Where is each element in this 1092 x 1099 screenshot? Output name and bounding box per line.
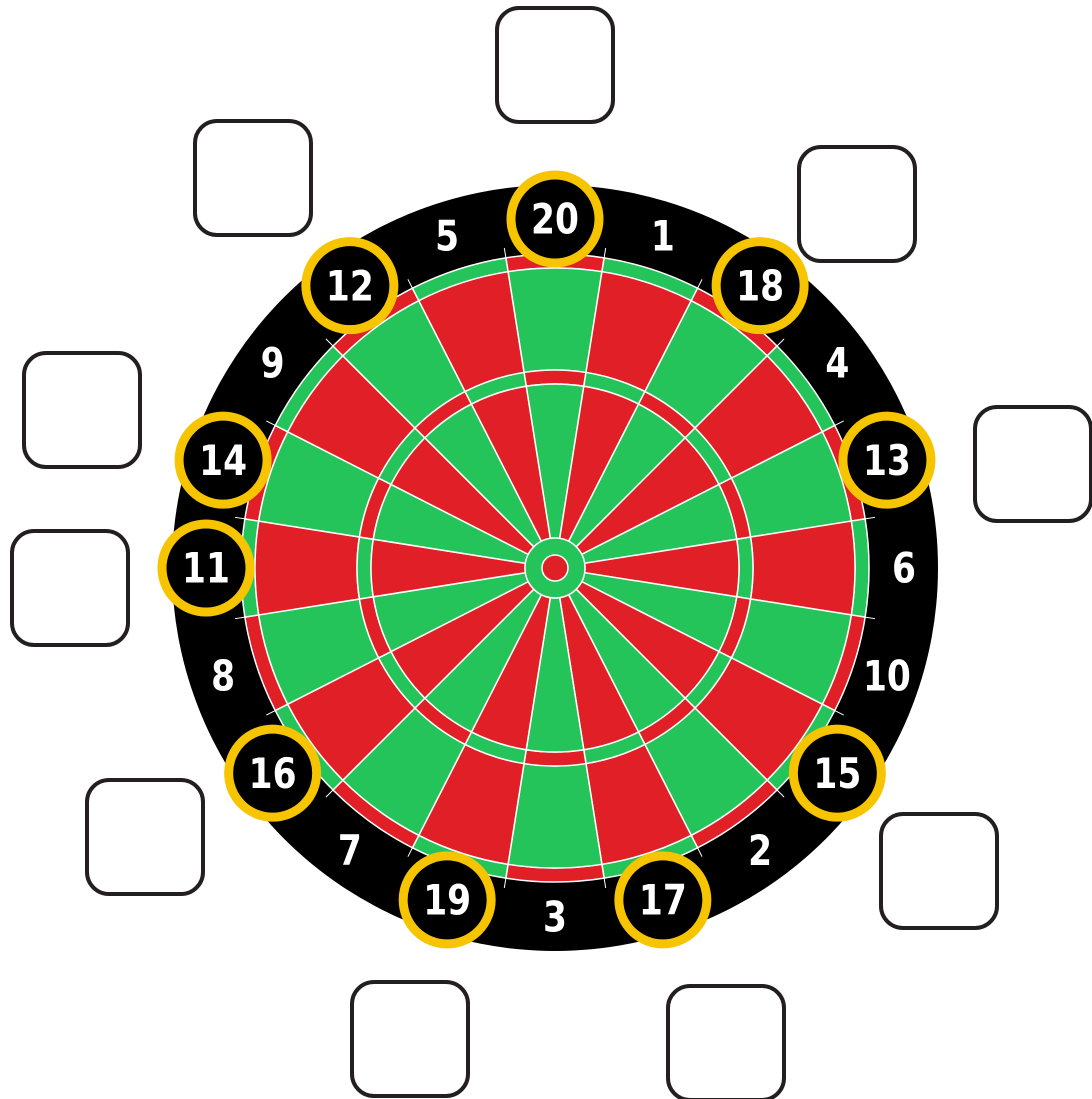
number-label-13: 13: [863, 437, 911, 486]
answer-box[interactable]: [87, 780, 203, 894]
number-label-8: 8: [211, 652, 235, 701]
number-label-15: 15: [813, 750, 861, 799]
answer-box-frame: [195, 121, 311, 235]
answer-box-frame: [881, 814, 997, 928]
number-label-2: 2: [748, 827, 772, 876]
answer-box[interactable]: [975, 407, 1091, 521]
dartboard: [172, 185, 938, 951]
answer-box-frame: [799, 147, 915, 261]
number-label-20: 20: [531, 195, 579, 244]
number-label-18: 18: [736, 262, 784, 311]
answer-box[interactable]: [12, 531, 128, 645]
answer-box[interactable]: [24, 353, 140, 467]
number-label-14: 14: [199, 437, 247, 486]
answer-box-frame: [12, 531, 128, 645]
number-label-4: 4: [825, 339, 849, 388]
answer-box-frame: [975, 407, 1091, 521]
bullseye: [542, 555, 568, 581]
answer-box-frame: [24, 353, 140, 467]
answer-box-frame: [497, 8, 613, 122]
answer-box[interactable]: [799, 147, 915, 261]
answer-box-frame: [87, 780, 203, 894]
number-label-19: 19: [423, 876, 471, 925]
answer-box-frame: [668, 986, 784, 1099]
answer-box[interactable]: [195, 121, 311, 235]
answer-box[interactable]: [881, 814, 997, 928]
number-label-9: 9: [261, 339, 285, 388]
number-label-16: 16: [249, 750, 297, 799]
number-label-1: 1: [651, 212, 675, 261]
answer-box[interactable]: [497, 8, 613, 122]
answer-box[interactable]: [352, 982, 468, 1096]
number-label-12: 12: [326, 262, 374, 311]
number-label-6: 6: [892, 544, 916, 593]
number-label-11: 11: [182, 544, 230, 593]
number-label-17: 17: [639, 876, 687, 925]
number-label-10: 10: [863, 652, 911, 701]
number-label-5: 5: [435, 212, 459, 261]
number-label-7: 7: [338, 827, 362, 876]
number-label-3: 3: [543, 893, 567, 942]
answer-box-frame: [352, 982, 468, 1096]
answer-box[interactable]: [668, 986, 784, 1099]
